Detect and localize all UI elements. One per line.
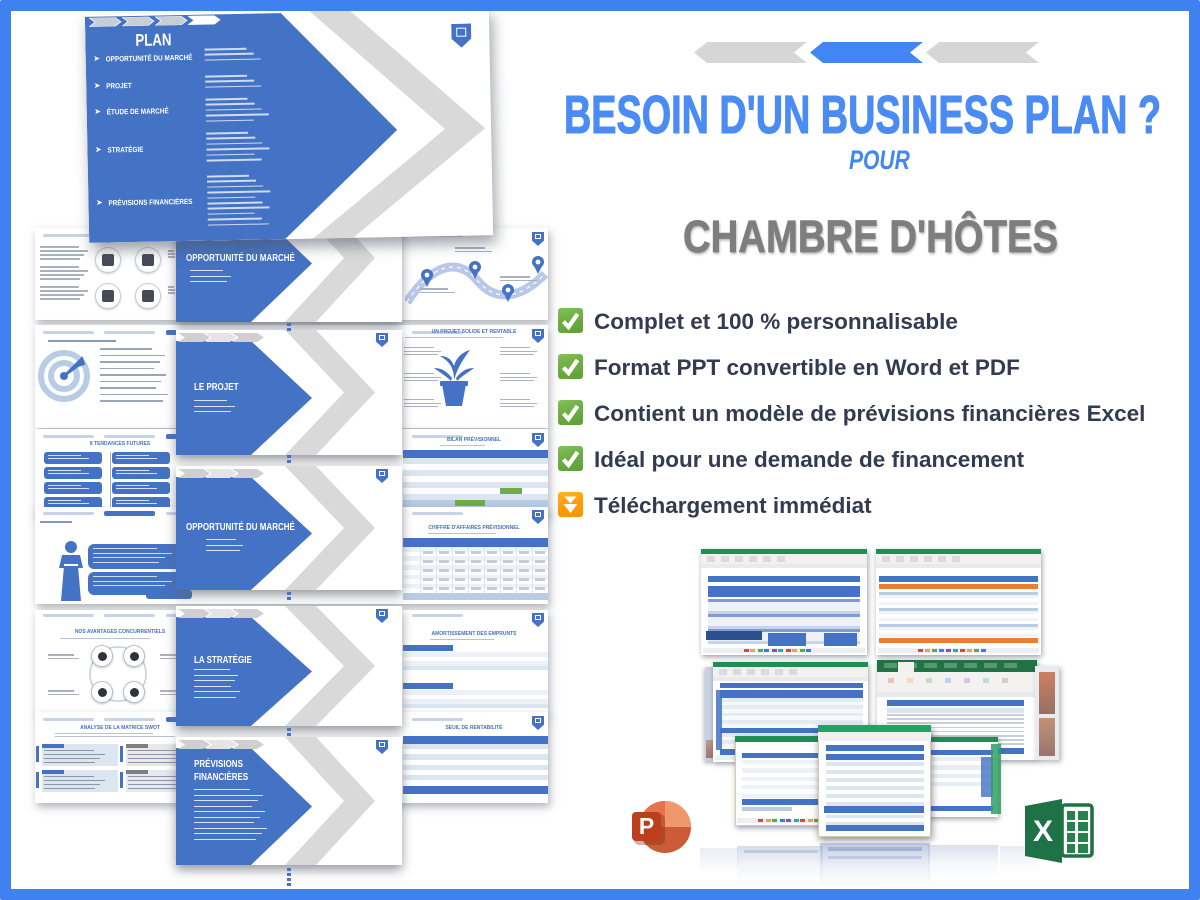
svg-text:P: P: [639, 813, 654, 839]
svg-text:X: X: [1033, 815, 1053, 848]
